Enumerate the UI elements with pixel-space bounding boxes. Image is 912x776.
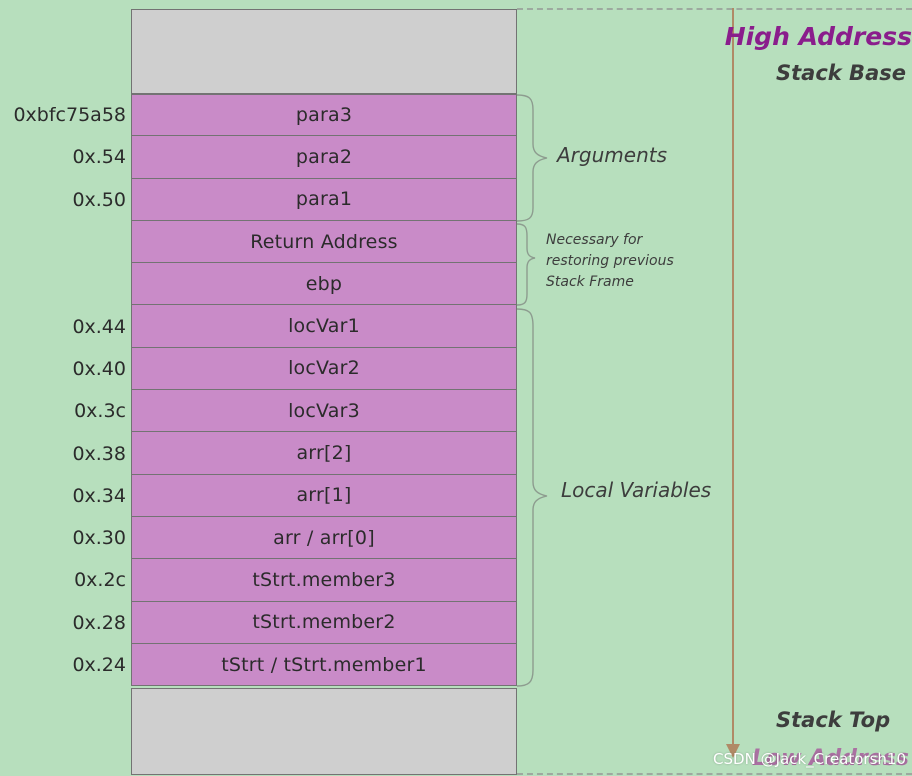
address-label: 0x.54 — [72, 146, 126, 169]
address-label: 0x.44 — [72, 315, 126, 338]
local-variables-label: Local Variables — [561, 478, 712, 502]
address-column: 0xbfc75a58 0x.54 0x.50 0x.44 0x.40 0x.3c… — [0, 94, 126, 686]
address-direction-line — [732, 8, 734, 748]
address-label: 0x.24 — [72, 654, 126, 676]
stack-cell-ebp: ebp — [131, 263, 517, 306]
frame-restore-note-line: Stack Frame — [546, 274, 634, 290]
address-label: 0x.40 — [72, 357, 126, 380]
address-label: 0x.28 — [72, 611, 126, 634]
frame-restore-note: Necessary for restoring previous Stack F… — [546, 230, 674, 293]
frame-restore-note-line: restoring previous — [546, 253, 674, 269]
stack-cell-para1: para1 — [131, 178, 517, 221]
stack-cell-para3: para3 — [131, 94, 517, 137]
stack-cell-locvar3: locVar3 — [131, 390, 517, 433]
arguments-brace — [516, 94, 548, 222]
stack-base-label: Stack Base — [776, 61, 906, 85]
stack-cell-locvar2: locVar2 — [131, 347, 517, 391]
watermark-text: CSDN @Jack_Creatorsh10 — [713, 750, 906, 768]
stack-cell-return-address: Return Address — [131, 220, 517, 264]
stack-cell-arr1: arr[1] — [131, 474, 517, 517]
frame-restore-note-line: Necessary for — [546, 232, 643, 248]
address-label: 0xbfc75a58 — [13, 104, 126, 127]
stack-cell-tstrt-member3: tStrt.member3 — [131, 559, 517, 602]
frame-restore-brace — [516, 223, 536, 306]
address-label — [0, 263, 126, 305]
stack-cell-tstrt-member1: tStrt / tStrt.member1 — [131, 643, 517, 687]
stack-top-label: Stack Top — [776, 708, 891, 732]
bottom-dashed-line — [517, 773, 912, 775]
address-label — [0, 221, 126, 263]
stack-cells: para3 para2 para1 Return Address ebp loc… — [131, 94, 517, 687]
arrow-down-icon — [726, 744, 740, 758]
stack-base-region — [131, 9, 517, 94]
stack-cell-arr2: arr[2] — [131, 432, 517, 475]
local-variables-brace — [516, 308, 548, 687]
high-address-label: High Address — [724, 22, 912, 51]
address-label: 0x.34 — [72, 484, 126, 507]
stack-cell-para2: para2 — [131, 136, 517, 179]
stack-top-region — [131, 688, 517, 775]
stack-cell-locvar1: locVar1 — [131, 305, 517, 348]
stack-cell-tstrt-member2: tStrt.member2 — [131, 601, 517, 644]
top-dashed-line — [517, 8, 912, 10]
address-label: 0x.2c — [74, 569, 126, 592]
stack-cell-arr0: arr / arr[0] — [131, 516, 517, 560]
arguments-label: Arguments — [557, 143, 667, 167]
address-label: 0x.30 — [72, 527, 126, 550]
address-label: 0x.50 — [72, 188, 126, 211]
brace-annotations — [516, 94, 548, 687]
low-address-label: Low Address — [752, 746, 909, 771]
address-label: 0x.38 — [72, 442, 126, 465]
address-label: 0x.3c — [74, 400, 126, 423]
